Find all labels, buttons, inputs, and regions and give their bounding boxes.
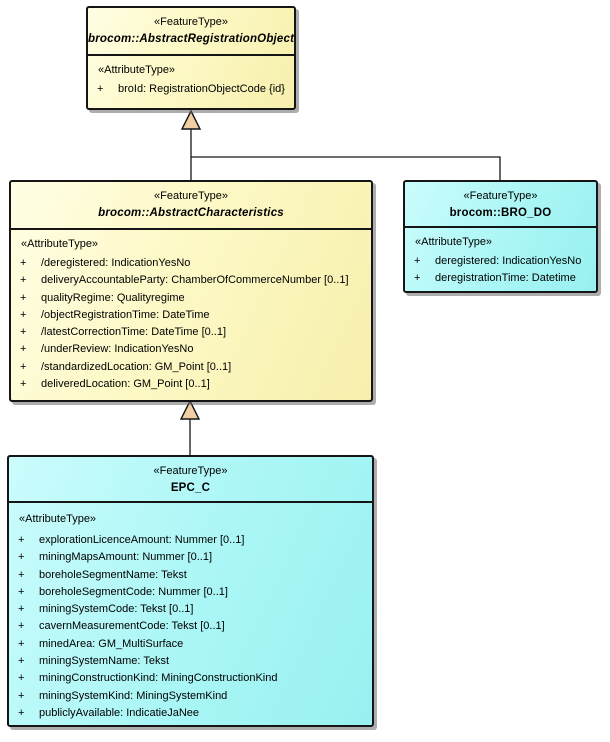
attribute-text: miningConstructionKind: MiningConstructi… xyxy=(39,672,278,685)
visibility-symbol: + xyxy=(20,274,27,287)
class-header: «FeatureType» brocom::AbstractCharacteri… xyxy=(11,182,371,230)
generalization-arrow-icon xyxy=(179,399,201,420)
class-header: «FeatureType» brocom::BRO_DO xyxy=(405,182,596,228)
class-name: brocom::AbstractCharacteristics xyxy=(98,207,284,219)
attribute-row: + /deregistered: IndicationYesNo xyxy=(11,255,371,272)
visibility-symbol: + xyxy=(20,257,27,269)
attribute-row: + boreholeSegmentCode: Nummer [0..1] xyxy=(9,584,372,601)
class-header: «FeatureType» EPC_C xyxy=(9,457,372,503)
attribute-text: miningSystemCode: Tekst [0..1] xyxy=(39,603,194,616)
visibility-symbol: + xyxy=(18,585,25,598)
visibility-symbol: + xyxy=(414,255,421,267)
class-brocom-bro-do[interactable]: «FeatureType» brocom::BRO_DO «AttributeT… xyxy=(403,180,598,293)
class-name: EPC_C xyxy=(170,482,211,494)
attribute-row: + boreholeSegmentName: Tekst xyxy=(9,567,372,584)
visibility-symbol: + xyxy=(20,343,27,356)
visibility-symbol: + xyxy=(18,603,25,616)
visibility-symbol: + xyxy=(20,326,27,339)
visibility-symbol: + xyxy=(18,551,25,564)
class-brocom-abstract-characteristics[interactable]: «FeatureType» brocom::AbstractCharacteri… xyxy=(9,180,373,402)
attribute-compartment: «AttributeType» + broId: RegistrationObj… xyxy=(88,56,294,98)
attribute-text: minedArea: GM_MultiSurface xyxy=(39,637,184,650)
visibility-symbol: + xyxy=(20,308,27,321)
attribute-row: + miningConstructionKind: MiningConstruc… xyxy=(9,670,372,687)
attribute-text: boreholeSegmentName: Tekst xyxy=(39,568,187,581)
attribute-text: /standardizedLocation: GM_Point [0..1] xyxy=(41,360,232,373)
visibility-symbol: + xyxy=(18,672,25,685)
attribute-text: qualityRegime: Qualityregime xyxy=(41,291,185,304)
attribute-stereotype-label: «AttributeType» xyxy=(19,513,97,525)
visibility-symbol: + xyxy=(18,620,25,633)
attribute-text: boreholeSegmentCode: Nummer [0..1] xyxy=(39,585,228,598)
attribute-row: + /objectRegistrationTime: DateTime xyxy=(11,307,371,324)
attribute-row: + miningSystemCode: Tekst [0..1] xyxy=(9,601,372,618)
attribute-compartment: «AttributeType» + explorationLicenceAmou… xyxy=(9,503,372,722)
stereotype-label: «FeatureType» xyxy=(463,190,538,202)
attribute-row: + /standardizedLocation: GM_Point [0..1] xyxy=(11,359,371,376)
attribute-row: + miningSystemKind: MiningSystemKind xyxy=(9,688,372,705)
attribute-row: + minedArea: GM_MultiSurface xyxy=(9,636,372,653)
attribute-stereotype-label: «AttributeType» xyxy=(21,238,99,250)
visibility-symbol: + xyxy=(97,83,104,95)
class-name: brocom::BRO_DO xyxy=(449,207,552,219)
visibility-symbol: + xyxy=(18,689,25,702)
class-header: «FeatureType» brocom::AbstractRegistrati… xyxy=(88,8,294,56)
attribute-text: /latestCorrectionTime: DateTime [0..1] xyxy=(41,326,227,339)
attribute-compartment: «AttributeType» + deregistered: Indicati… xyxy=(405,228,596,288)
generalization-line-bro-do[interactable] xyxy=(191,156,501,182)
attribute-stereotype-label: «AttributeType» xyxy=(98,64,176,76)
visibility-symbol: + xyxy=(18,637,25,650)
visibility-symbol: + xyxy=(18,655,25,668)
attribute-row: + miningSystemName: Tekst xyxy=(9,653,372,670)
stereotype-label: «FeatureType» xyxy=(154,190,228,202)
visibility-symbol: + xyxy=(18,534,25,546)
attribute-text: deliveredLocation: GM_Point [0..1] xyxy=(41,378,210,391)
attribute-row: + miningMapsAmount: Nummer [0..1] xyxy=(9,549,372,566)
attribute-compartment: «AttributeType» + /deregistered: Indicat… xyxy=(11,230,371,393)
visibility-symbol: + xyxy=(20,378,27,391)
stereotype-label: «FeatureType» xyxy=(153,465,228,477)
attribute-row: + deregistered: IndicationYesNo xyxy=(405,253,596,270)
attribute-row: + /underReview: IndicationYesNo xyxy=(11,341,371,358)
visibility-symbol: + xyxy=(18,706,25,719)
attribute-row: + explorationLicenceAmount: Nummer [0..1… xyxy=(9,532,372,549)
visibility-symbol: + xyxy=(20,360,27,373)
attribute-text: broId: RegistrationObjectCode {id} xyxy=(118,83,285,95)
attribute-row: + qualityRegime: Qualityregime xyxy=(11,290,371,307)
attribute-text: /objectRegistrationTime: DateTime xyxy=(41,308,210,321)
attribute-text: cavernMeasurementCode: Tekst [0..1] xyxy=(39,620,225,633)
attribute-row: + /latestCorrectionTime: DateTime [0..1] xyxy=(11,324,371,341)
attribute-text: publiclyAvailable: IndicatieJaNee xyxy=(39,706,200,719)
visibility-symbol: + xyxy=(18,568,25,581)
stereotype-label: «FeatureType» xyxy=(154,16,228,28)
attribute-row: + publiclyAvailable: IndicatieJaNee xyxy=(9,705,372,722)
attribute-row: + cavernMeasurementCode: Tekst [0..1] xyxy=(9,618,372,635)
class-brocom-abstract-registration-object[interactable]: «FeatureType» brocom::AbstractRegistrati… xyxy=(86,6,296,110)
attribute-text: miningMapsAmount: Nummer [0..1] xyxy=(39,551,213,564)
attribute-row: + deliveryAccountableParty: ChamberOfCom… xyxy=(11,272,371,289)
attribute-text: deregistrationTime: Datetime xyxy=(435,272,576,285)
attribute-text: deregistered: IndicationYesNo xyxy=(435,255,582,267)
visibility-symbol: + xyxy=(414,272,421,285)
class-epc-c[interactable]: «FeatureType» EPC_C «AttributeType» + ex… xyxy=(7,455,374,727)
attribute-text: miningSystemName: Tekst xyxy=(39,655,170,668)
attribute-text: /deregistered: IndicationYesNo xyxy=(41,257,191,269)
attribute-row: + deregistrationTime: Datetime xyxy=(405,270,596,287)
visibility-symbol: + xyxy=(20,291,27,304)
attribute-text: miningSystemKind: MiningSystemKind xyxy=(39,689,228,702)
attribute-text: deliveryAccountableParty: ChamberOfComme… xyxy=(41,274,349,287)
attribute-text: /underReview: IndicationYesNo xyxy=(41,343,194,356)
attribute-row: + broId: RegistrationObjectCode {id} xyxy=(88,81,294,98)
attribute-text: explorationLicenceAmount: Nummer [0..1] xyxy=(39,534,245,546)
attribute-stereotype-label: «AttributeType» xyxy=(415,236,493,248)
attribute-row: + deliveredLocation: GM_Point [0..1] xyxy=(11,376,371,393)
class-name: brocom::AbstractRegistrationObject xyxy=(88,33,295,45)
generalization-arrow-icon xyxy=(180,109,202,130)
